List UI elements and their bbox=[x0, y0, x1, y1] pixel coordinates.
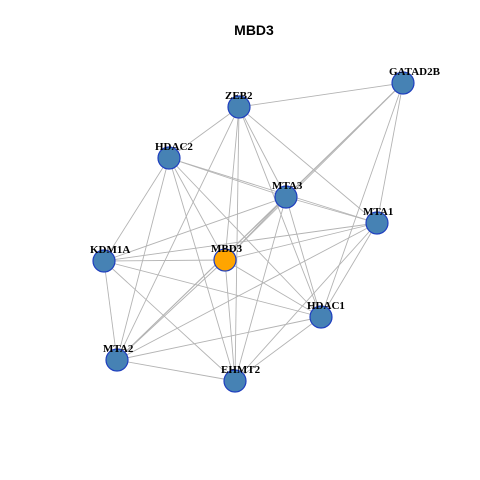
node-hdac1[interactable] bbox=[309, 305, 333, 329]
edge-mbd3-hdac1 bbox=[224, 259, 322, 318]
edge-mta3-kdm1a bbox=[103, 196, 287, 262]
node-label-hdac2: HDAC2 bbox=[155, 141, 193, 153]
edge-hdac2-mta2 bbox=[116, 157, 170, 361]
node-label-mbd3: MBD3 bbox=[211, 243, 243, 255]
edge-gatad2b-mbd3 bbox=[224, 82, 404, 261]
node-mta2[interactable] bbox=[105, 348, 129, 372]
edge-mta3-mta1 bbox=[285, 196, 378, 224]
edge-zeb2-mbd3 bbox=[224, 106, 240, 261]
edge-mbd3-mta2 bbox=[116, 259, 226, 361]
graph-title: MBD3 bbox=[234, 22, 274, 38]
edge-hdac1-ehmt2 bbox=[234, 316, 322, 382]
edge-mta1-mta2 bbox=[116, 222, 378, 361]
node-hdac2[interactable] bbox=[157, 146, 181, 170]
edge-gatad2b-hdac1 bbox=[320, 82, 404, 318]
edge-kdm1a-mta2 bbox=[103, 260, 118, 361]
edge-mta3-ehmt2 bbox=[234, 196, 287, 382]
node-label-mta1: MTA1 bbox=[363, 206, 393, 218]
node-gatad2b[interactable] bbox=[391, 71, 415, 95]
node-label-zeb2: ZEB2 bbox=[225, 90, 253, 102]
edge-mta3-mbd3 bbox=[224, 196, 287, 261]
edge-gatad2b-zeb2 bbox=[238, 82, 404, 108]
node-ehmt2[interactable] bbox=[223, 369, 247, 393]
edge-kdm1a-mbd3 bbox=[103, 259, 226, 262]
edge-zeb2-hdac1 bbox=[238, 106, 322, 318]
edge-zeb2-mta3 bbox=[238, 106, 287, 198]
edge-hdac2-hdac1 bbox=[168, 157, 322, 318]
edge-kdm1a-hdac1 bbox=[103, 260, 322, 318]
edge-zeb2-mta2 bbox=[116, 106, 240, 361]
edge-hdac2-mta1 bbox=[168, 157, 378, 224]
edge-hdac2-ehmt2 bbox=[168, 157, 236, 382]
edge-kdm1a-ehmt2 bbox=[103, 260, 236, 382]
node-label-mta3: MTA3 bbox=[272, 180, 303, 192]
node-label-kdm1a: KDM1A bbox=[90, 244, 130, 256]
edge-layer bbox=[103, 82, 404, 382]
node-mta3[interactable] bbox=[274, 185, 298, 209]
node-label-ehmt2: EHMT2 bbox=[221, 364, 261, 376]
edge-mta1-mbd3 bbox=[224, 222, 378, 261]
edge-mta1-hdac1 bbox=[320, 222, 378, 318]
edge-mta2-ehmt2 bbox=[116, 359, 236, 382]
edge-zeb2-hdac2 bbox=[168, 106, 240, 159]
edge-mta3-mta2 bbox=[116, 196, 287, 361]
edge-mta3-hdac1 bbox=[285, 196, 322, 318]
edge-hdac2-mbd3 bbox=[168, 157, 226, 261]
node-mbd3[interactable] bbox=[213, 248, 237, 272]
node-label-hdac1: HDAC1 bbox=[307, 300, 345, 312]
edge-mta1-kdm1a bbox=[103, 222, 378, 262]
edge-gatad2b-mta1 bbox=[376, 82, 404, 224]
edge-mbd3-ehmt2 bbox=[224, 259, 236, 382]
node-label-gatad2b: GATAD2B bbox=[389, 66, 441, 78]
node-layer bbox=[92, 71, 415, 393]
edge-zeb2-mta1 bbox=[238, 106, 378, 224]
edge-hdac2-kdm1a bbox=[103, 157, 170, 262]
edge-mta1-ehmt2 bbox=[234, 222, 378, 382]
node-zeb2[interactable] bbox=[227, 95, 251, 119]
node-kdm1a[interactable] bbox=[92, 249, 116, 273]
node-label-mta2: MTA2 bbox=[103, 343, 134, 355]
node-mta1[interactable] bbox=[365, 211, 389, 235]
edge-hdac1-mta2 bbox=[116, 316, 322, 361]
